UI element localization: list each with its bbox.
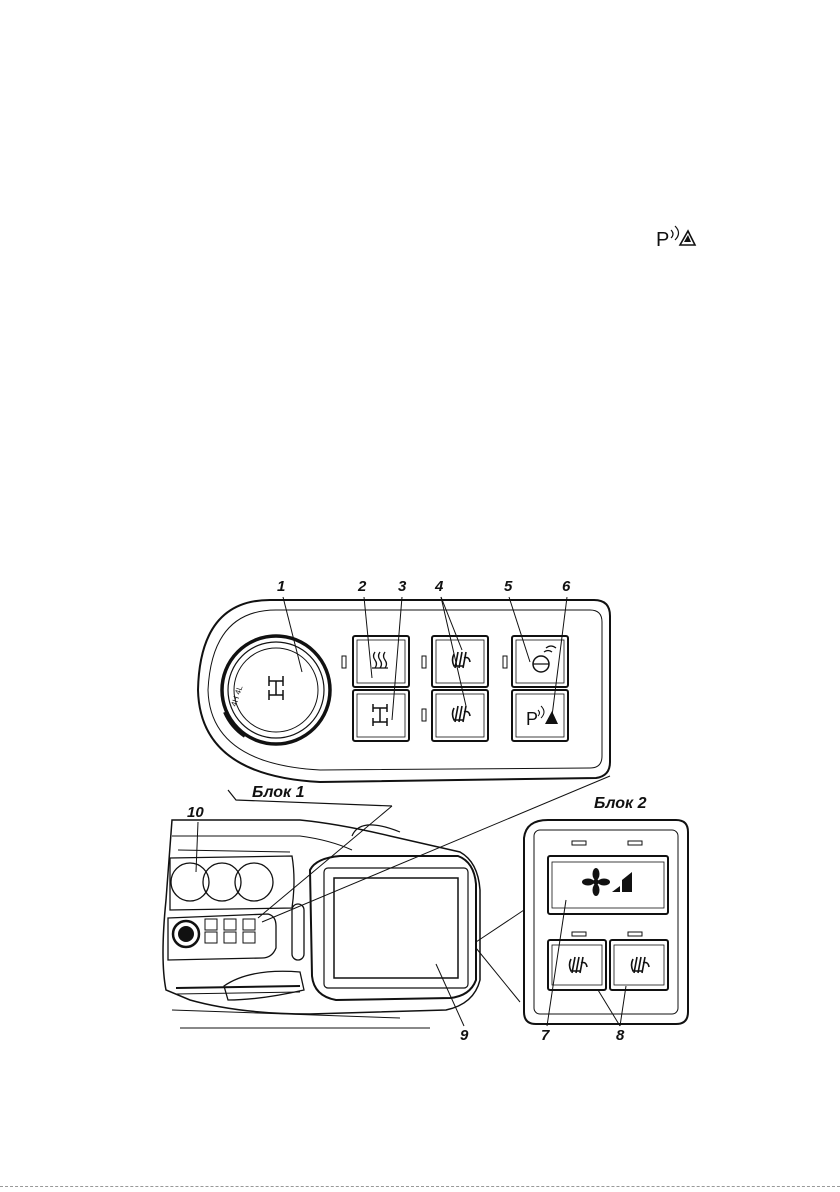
dial-mode-labels: 4H 4L bbox=[229, 684, 244, 708]
block1-label: Блок 1 bbox=[252, 784, 305, 801]
axle-diagram-icon bbox=[269, 676, 283, 700]
page-bottom-rule bbox=[0, 1186, 840, 1187]
callout-9: 9 bbox=[460, 1027, 469, 1044]
callout-10: 10 bbox=[187, 804, 204, 821]
right-seat-heater-button[interactable] bbox=[610, 940, 668, 990]
park-assist-icon bbox=[671, 226, 695, 245]
cupholders bbox=[170, 856, 294, 910]
callout-2: 2 bbox=[357, 578, 367, 595]
block2-panel bbox=[524, 820, 688, 1024]
callout-4: 4 bbox=[434, 578, 444, 595]
callout-1: 1 bbox=[277, 578, 285, 595]
park-assist-button[interactable]: P bbox=[512, 690, 568, 741]
fan-speed-button[interactable] bbox=[548, 856, 668, 914]
console-switch-block bbox=[168, 914, 276, 960]
park-assist-symbol: P bbox=[656, 226, 695, 251]
callout-7: 7 bbox=[541, 1027, 550, 1044]
park-symbol-letter: P bbox=[656, 229, 669, 251]
differential-lock-button[interactable] bbox=[353, 690, 409, 741]
center-display-unit bbox=[310, 856, 476, 1000]
rear-seat-heater-button[interactable] bbox=[432, 690, 488, 741]
rear-window-heater-button[interactable] bbox=[353, 636, 409, 687]
headlamp-washer-button[interactable] bbox=[512, 636, 568, 687]
block1-panel: 4H 4L bbox=[198, 600, 610, 782]
callout-5: 5 bbox=[504, 578, 513, 595]
block2-label: Блок 2 bbox=[594, 795, 647, 812]
shifter-area bbox=[176, 904, 304, 1000]
center-console bbox=[163, 820, 480, 1028]
park-button-letter: P bbox=[526, 709, 538, 729]
callout-6: 6 bbox=[562, 578, 571, 595]
drive-mode-dial[interactable]: 4H 4L bbox=[222, 636, 330, 744]
callout-8: 8 bbox=[616, 1027, 625, 1044]
callout-3: 3 bbox=[398, 578, 407, 595]
